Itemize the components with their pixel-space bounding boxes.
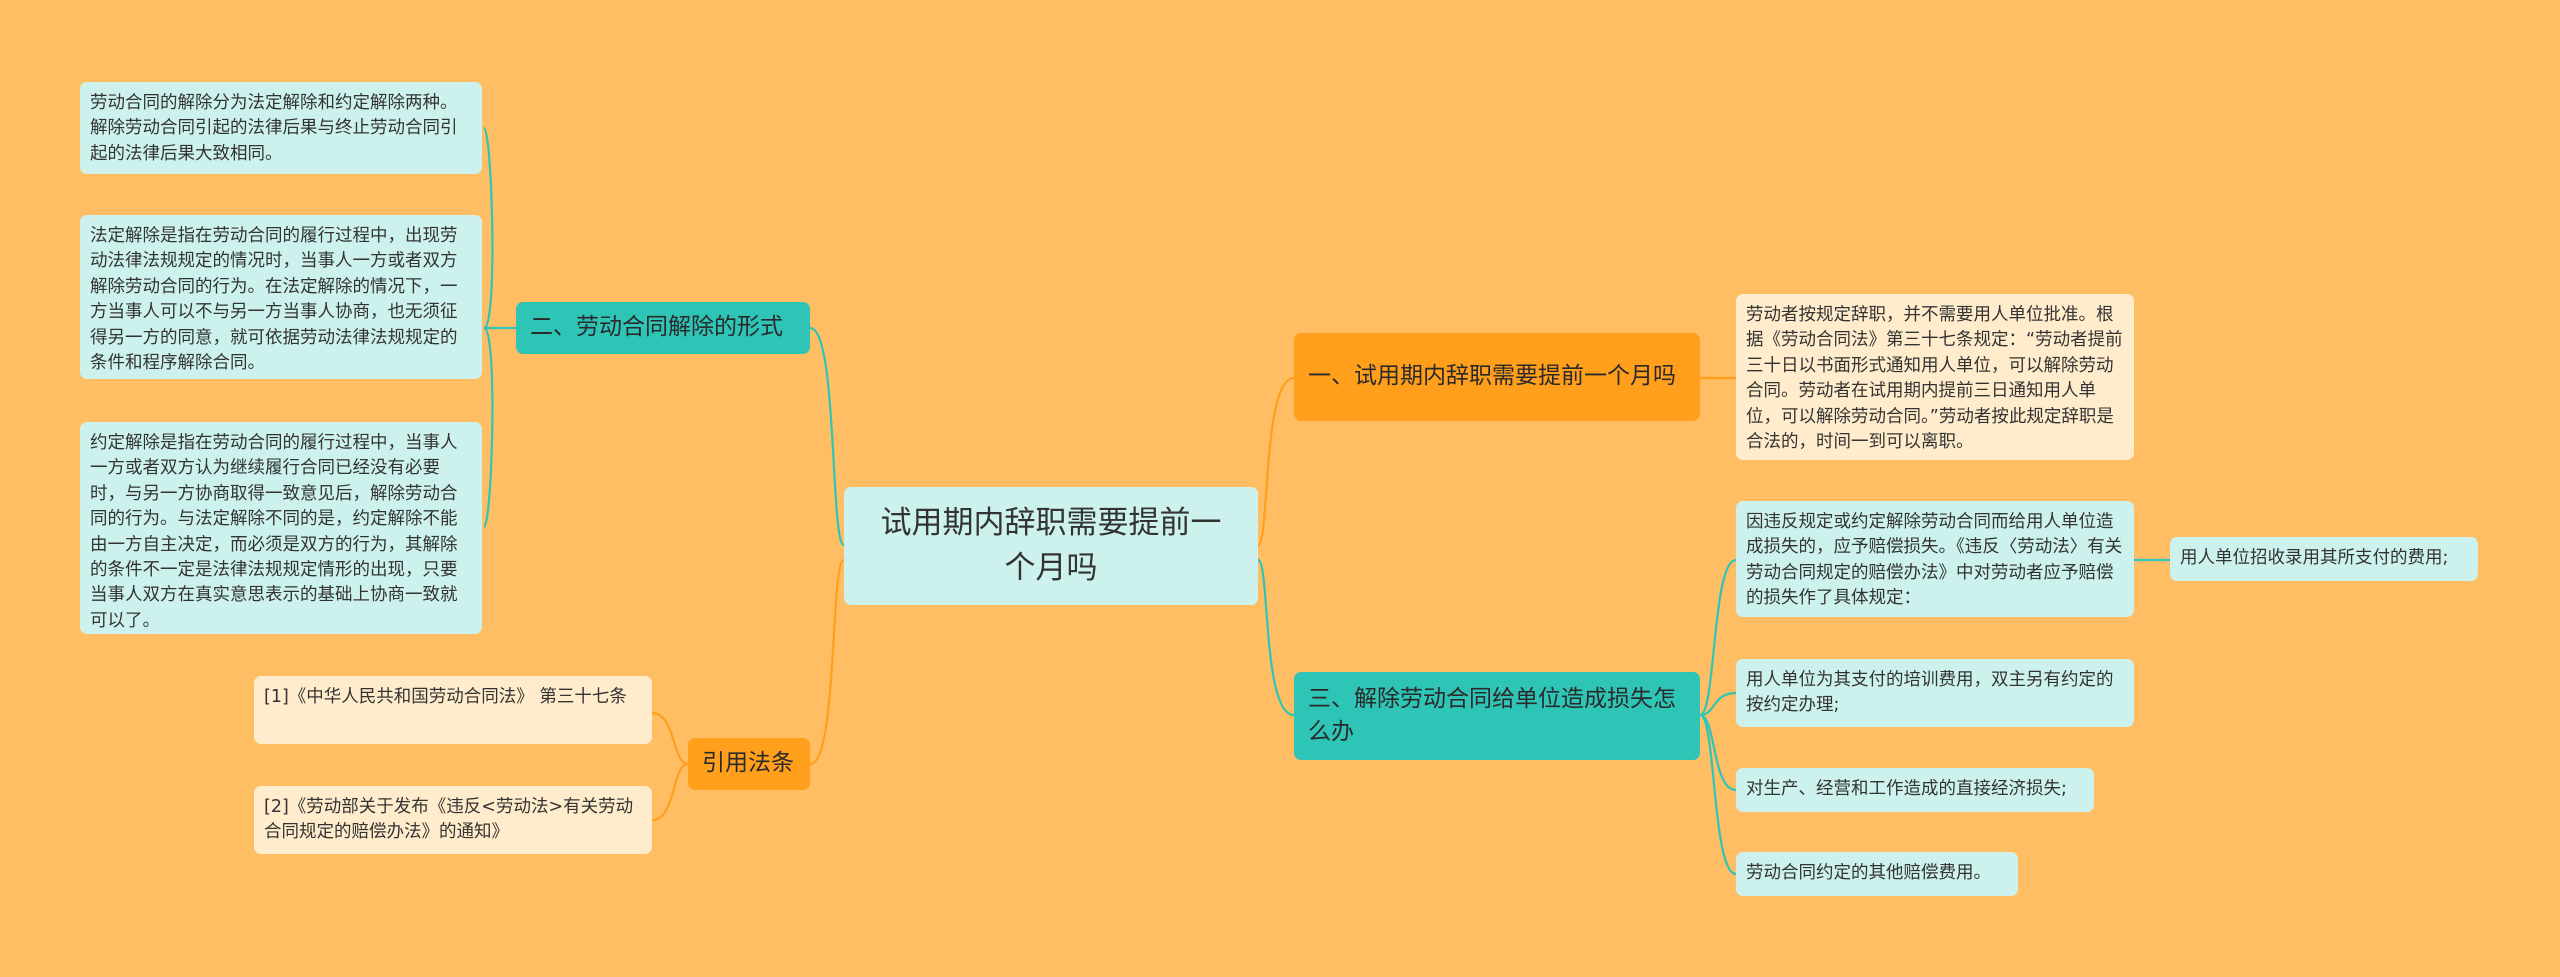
root-node[interactable]: 试用期内辞职需要提前一个月吗 xyxy=(844,487,1258,605)
branch-citations[interactable]: 引用法条 xyxy=(688,738,810,790)
leaf-citation-2-text: [2]《劳动部关于发布《违反<劳动法>有关劳动合同规定的赔偿办法》的通知》 xyxy=(264,797,634,843)
leaf-section-three-sub-text: 用人单位招收录用其所支付的费用; xyxy=(2180,548,2449,568)
leaf-section-two-1[interactable]: 劳动合同的解除分为法定解除和约定解除两种。解除劳动合同引起的法律后果与终止劳动合… xyxy=(80,82,482,174)
leaf-section-three-2[interactable]: 用人单位为其支付的培训费用，双主另有约定的按约定办理; xyxy=(1736,659,2134,727)
branch-section-one-label: 一、试用期内辞职需要提前一个月吗 xyxy=(1308,363,1676,390)
branch-section-three[interactable]: 三、解除劳动合同给单位造成损失怎么办 xyxy=(1294,672,1700,760)
branch-citations-label: 引用法条 xyxy=(702,750,794,777)
branch-section-two[interactable]: 二、劳动合同解除的形式 xyxy=(516,302,810,354)
branch-section-one[interactable]: 一、试用期内辞职需要提前一个月吗 xyxy=(1294,333,1700,421)
leaf-section-one-detail[interactable]: 劳动者按规定辞职，并不需要用人单位批准。根据《劳动合同法》第三十七条规定：“劳动… xyxy=(1736,294,2134,460)
leaf-section-two-2[interactable]: 法定解除是指在劳动合同的履行过程中，出现劳动法律法规规定的情况时，当事人一方或者… xyxy=(80,215,482,379)
leaf-section-three-3[interactable]: 对生产、经营和工作造成的直接经济损失; xyxy=(1736,768,2094,812)
leaf-citation-1-text: [1]《中华人民共和国劳动合同法》 第三十七条 xyxy=(264,687,627,707)
branch-section-two-label: 二、劳动合同解除的形式 xyxy=(530,314,783,341)
connector-citations-to-leaves xyxy=(651,711,689,822)
connector-root-to-section-two xyxy=(809,326,846,547)
leaf-citation-2[interactable]: [2]《劳动部关于发布《违反<劳动法>有关劳动合同规定的赔偿办法》的通知》 xyxy=(254,786,652,854)
leaf-section-three-1[interactable]: 因违反规定或约定解除劳动合同而给用人单位造成损失的，应予赔偿损失。《违反〈劳动法… xyxy=(1736,501,2134,617)
root-label: 试用期内辞职需要提前一个月吗 xyxy=(880,505,1222,586)
leaf-section-three-1-text: 因违反规定或约定解除劳动合同而给用人单位造成损失的，应予赔偿损失。《违反〈劳动法… xyxy=(1746,512,2123,609)
leaf-section-three-3-text: 对生产、经营和工作造成的直接经济损失; xyxy=(1746,779,2067,800)
branch-section-three-label: 三、解除劳动合同给单位造成损失怎么办 xyxy=(1308,685,1676,745)
connector-root-to-citations xyxy=(809,558,846,766)
leaf-section-three-sub[interactable]: 用人单位招收录用其所支付的费用; xyxy=(2170,537,2478,581)
leaf-section-two-2-text: 法定解除是指在劳动合同的履行过程中，出现劳动法律法规规定的情况时，当事人一方或者… xyxy=(90,226,458,373)
leaf-section-three-2-text: 用人单位为其支付的培训费用，双主另有约定的按约定办理; xyxy=(1746,670,2114,716)
leaf-section-three-4-text: 劳动合同约定的其他赔偿费用。 xyxy=(1746,863,1991,884)
connector-root-to-section-three xyxy=(1256,558,1295,717)
leaf-section-two-1-text: 劳动合同的解除分为法定解除和约定解除两种。解除劳动合同引起的法律后果与终止劳动合… xyxy=(90,93,458,164)
leaf-section-one-text: 劳动者按规定辞职，并不需要用人单位批准。根据《劳动合同法》第三十七条规定：“劳动… xyxy=(1746,305,2123,452)
connector-root-to-section-one xyxy=(1256,376,1295,547)
connector-section-three-to-leaves xyxy=(1699,558,1737,876)
leaf-section-two-3-text: 约定解除是指在劳动合同的履行过程中，当事人一方或者双方认为继续履行合同已经没有必… xyxy=(90,433,458,631)
leaf-section-three-4[interactable]: 劳动合同约定的其他赔偿费用。 xyxy=(1736,852,2018,896)
leaf-section-two-3[interactable]: 约定解除是指在劳动合同的履行过程中，当事人一方或者双方认为继续履行合同已经没有必… xyxy=(80,422,482,634)
leaf-citation-1[interactable]: [1]《中华人民共和国劳动合同法》 第三十七条 xyxy=(254,676,652,744)
